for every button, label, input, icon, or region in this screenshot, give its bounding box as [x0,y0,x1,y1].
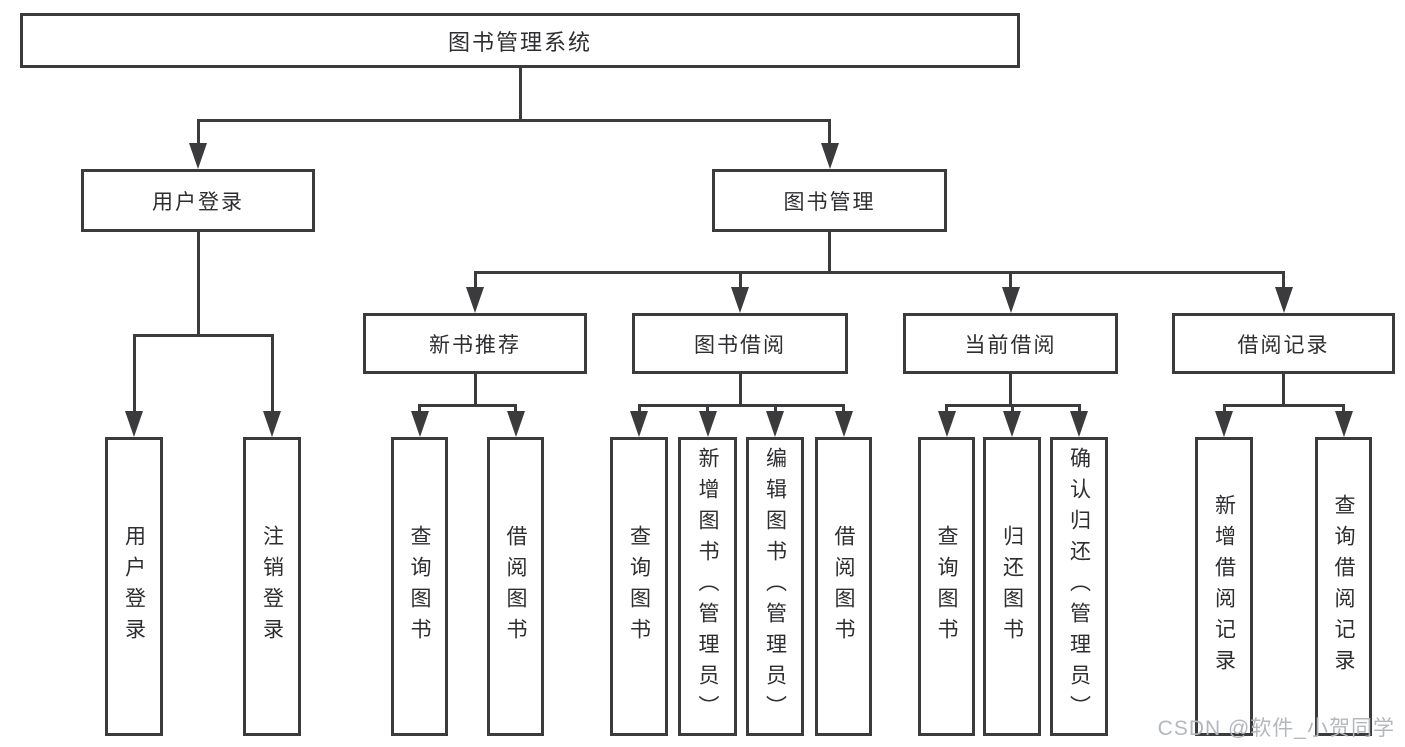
node-label: 用户登录 [152,190,244,214]
connector-line [1282,272,1285,293]
connector-line [132,333,274,337]
connector-line [828,120,831,149]
arrowhead-down-icon [125,411,143,437]
arrowhead-down-icon [506,411,525,437]
arrowhead-down-icon [937,411,956,437]
node-borrow-records: 借阅记录 [1172,313,1395,374]
node-book-borrow: 图书借阅 [632,313,848,374]
node-user-login: 用户登录 [81,169,315,232]
node-label: 查询图书 [408,524,431,649]
node-label: 确认归还（管理员） [1067,447,1091,726]
csdn-watermark: CSDN @软件_小贺同学 [1157,717,1395,740]
connector-line [196,232,200,335]
arrowhead-down-icon [1001,287,1020,313]
node-label: 图书管理系统 [447,29,592,55]
connector-line [1282,374,1285,405]
arrowhead-down-icon [731,287,749,313]
node-label: 查询借阅记录 [1332,493,1355,680]
node-label: 注销登录 [260,524,284,649]
node-leaf-user-login: 用户登录 [105,437,163,736]
arrowhead-down-icon [820,143,839,169]
node-new-book-rec: 新书推荐 [363,313,587,374]
connector-line [1009,272,1012,293]
connector-line [473,272,477,293]
node-leaf-logout: 注销登录 [243,437,301,736]
arrowhead-down-icon [834,411,853,437]
node-label: 当前借阅 [964,333,1057,357]
node-label: 归还图书 [1000,524,1024,649]
connector-line [1222,403,1345,407]
connector-line [828,232,831,272]
connector-line [518,68,522,120]
connector-line [132,335,136,417]
node-label: 图书管理 [783,190,876,214]
arrowhead-down-icon [630,411,648,437]
node-label: 借阅图书 [504,524,527,649]
node-label: 编辑图书（管理员） [763,447,787,726]
node-leaf-bb-query: 查询图书 [610,437,668,736]
node-leaf-rec-query: 查询图书 [391,437,448,736]
arrowhead-down-icon [766,411,784,437]
node-label: 新书推荐 [429,333,521,357]
node-book-mgmt: 图书管理 [712,169,947,232]
node-label: 新增图书（管理员） [696,447,719,726]
node-leaf-cb-return: 归还图书 [983,437,1041,736]
node-leaf-br-query: 查询借阅记录 [1315,437,1372,736]
node-label: 查询图书 [935,524,958,649]
arrowhead-down-icon [189,143,207,169]
node-root: 图书管理系统 [20,13,1020,68]
arrowhead-down-icon [1215,411,1233,437]
node-leaf-rec-borrow: 借阅图书 [487,437,544,736]
connector-line [473,270,1285,274]
node-leaf-cb-confirm: 确认归还（管理员） [1050,437,1108,736]
arrowhead-down-icon [410,411,429,437]
node-label: 借阅图书 [832,524,855,649]
node-label: 图书借阅 [694,333,786,357]
connector-line [1009,374,1012,405]
arrowhead-down-icon [1070,411,1088,437]
connector-line [473,374,477,405]
connector-line [738,272,742,293]
connector-line [196,118,831,122]
node-current-borrow: 当前借阅 [903,313,1118,374]
arrowhead-down-icon [1274,287,1293,313]
arrowhead-down-icon [263,411,281,437]
connector-line [270,335,274,417]
connector-line [637,403,845,407]
node-leaf-bb-add: 新增图书（管理员） [678,437,737,736]
connector-line [738,374,742,405]
node-label: 新增借阅记录 [1212,493,1236,680]
node-label: 查询图书 [627,524,651,649]
connector-line [196,120,200,149]
node-leaf-bb-edit: 编辑图书（管理员） [746,437,804,736]
arrowhead-down-icon [1334,411,1353,437]
node-leaf-cb-query: 查询图书 [918,437,975,736]
arrowhead-down-icon [466,287,484,313]
connector-line [418,403,517,407]
arrowhead-down-icon [1003,411,1021,437]
node-leaf-br-add: 新增借阅记录 [1195,437,1253,736]
node-label: 用户登录 [122,524,146,649]
arrowhead-down-icon [698,411,717,437]
node-label: 借阅记录 [1237,333,1330,357]
node-leaf-bb-borrow: 借阅图书 [815,437,872,736]
